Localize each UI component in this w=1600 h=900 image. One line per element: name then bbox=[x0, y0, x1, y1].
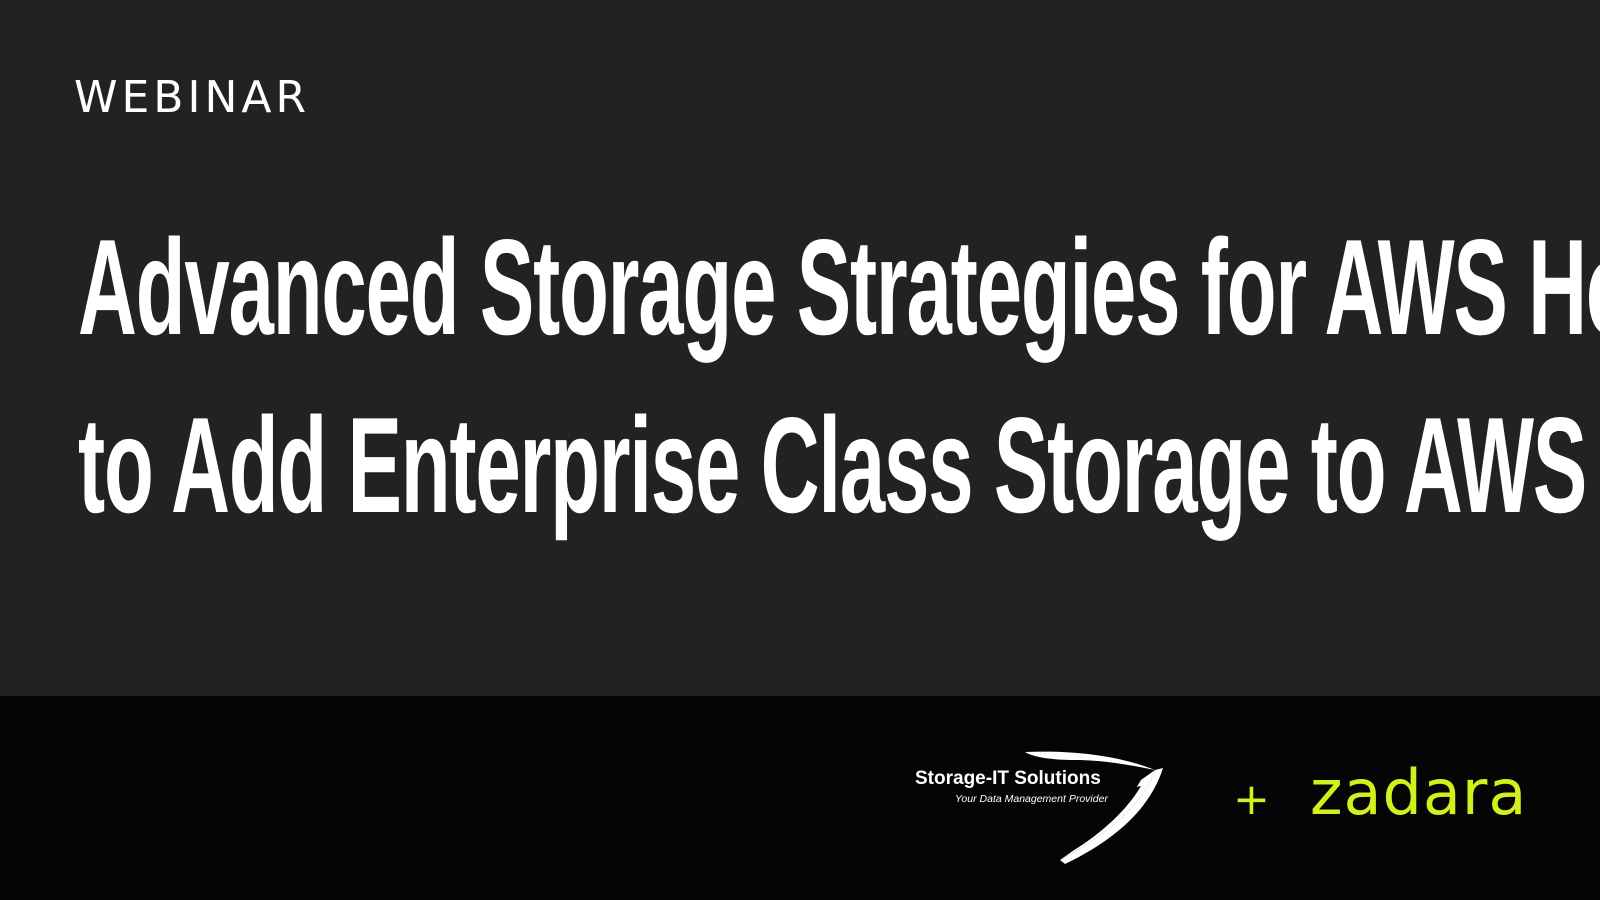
hero-section: WEBINAR Advanced Storage Strategies for … bbox=[74, 72, 1600, 554]
partner-tagline: Your Data Management Provider bbox=[955, 793, 1108, 805]
webinar-title: Advanced Storage Strategies for AWS How … bbox=[78, 198, 1600, 554]
title-line-2: to Add Enterprise Class Storage to AWS bbox=[78, 389, 1587, 541]
footer-bar bbox=[0, 696, 1600, 900]
zadara-logo: zadara bbox=[1310, 756, 1528, 829]
eyebrow-label: WEBINAR bbox=[74, 72, 311, 123]
plus-separator: + bbox=[1233, 774, 1270, 825]
partner-name: Storage-IT Solutions bbox=[915, 768, 1101, 789]
storage-it-logo: Storage-IT Solutions Your Data Managemen… bbox=[905, 748, 1185, 866]
swoosh-icon bbox=[1025, 751, 1163, 864]
title-line-1: Advanced Storage Strategies for AWS How bbox=[78, 211, 1600, 363]
